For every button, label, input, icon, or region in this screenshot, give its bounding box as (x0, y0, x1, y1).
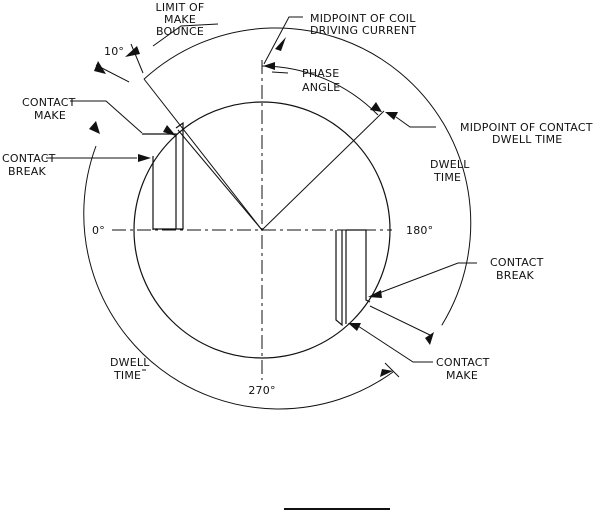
coil-midpoint-arrow (275, 37, 286, 51)
limit-make-bounce-label-2: MAKE (164, 13, 196, 26)
make-bounce-arrow (125, 46, 140, 57)
dwell-arc-bottom-extension (384, 362, 400, 378)
contact-break-left-arrow (138, 154, 151, 162)
contact-make-right-label-1: CONTACT (436, 356, 490, 369)
phase-angle-label-1: PHASE (302, 67, 339, 80)
outer-dwell-arc-upper (143, 27, 472, 326)
contact-make-left-label-1: CONTACT (22, 96, 76, 109)
contact-make-left-arrow (163, 125, 176, 136)
make-bounce-leader (152, 23, 219, 47)
contact-break-left-label-1: CONTACT (2, 152, 56, 165)
phase-angle-arc (261, 65, 379, 116)
contact-break-right-label-2: BREAK (496, 269, 534, 282)
limit-make-bounce-label-3: BOUNCE (156, 25, 204, 38)
two-seventy-degree-label: 270° (248, 384, 275, 397)
contact-dwell-midpoint-radial (261, 110, 385, 231)
contact-make-right-arrow (348, 323, 361, 331)
dwell-time-left-label-1: DWELL (110, 356, 150, 369)
ten-degree-extension (130, 43, 144, 74)
contact-break-left-label-2: BREAK (8, 165, 46, 178)
outer-dwell-arc-lower (83, 145, 394, 410)
zero-degree-label: 0° (92, 224, 105, 237)
contact-midpoint-arrow (385, 112, 398, 120)
contact-break-right-leader (373, 262, 477, 296)
contact-make-left-leader (70, 100, 143, 134)
contact-make-radial (177, 129, 263, 231)
dwell-time-right-label-2: TIME (433, 171, 461, 184)
dwell-arc-bottom-arrow (380, 369, 393, 377)
dwell-time-right-label-1: DWELL (430, 158, 470, 171)
make-bounce-radial (143, 78, 263, 231)
ten-degree-label: 10° (104, 45, 124, 58)
midpoint-contact-label-1: MIDPOINT OF CONTACT (460, 121, 593, 134)
phase-angle-leader (271, 71, 289, 74)
right-contact-pulse (335, 229, 371, 327)
dwell-time-left-label-2: TIME (113, 369, 141, 382)
midpoint-contact-label-2: DWELL TIME (492, 133, 562, 146)
dwell-arc-right-extension (369, 305, 433, 337)
coil-midpoint-leader (263, 16, 303, 65)
left-contact-pulse (142, 121, 184, 230)
contact-break-right-arrow (368, 290, 382, 298)
contact-make-left-label-2: MAKE (34, 109, 66, 122)
dwell-arc-right-arrow (425, 332, 434, 345)
contact-midpoint-leader (395, 116, 436, 128)
midpoint-coil-label-1: MIDPOINT OF COIL (310, 12, 416, 25)
phase-angle-arrow-right (370, 102, 382, 112)
one-eighty-degree-label: 180° (406, 224, 433, 237)
midpoint-coil-label-2: DRIVING CURRENT (310, 24, 416, 37)
phase-angle-label-2: ANGLE (302, 81, 340, 94)
ten-degree-arrow (94, 61, 106, 74)
contact-make-right-label-2: MAKE (446, 369, 478, 382)
dwell-arc-left-arrow (89, 121, 100, 134)
limit-make-bounce-label-1: LIMIT OF (156, 1, 205, 14)
contact-break-right-label-1: CONTACT (490, 256, 544, 269)
contact-make-right-leader (357, 325, 433, 363)
phase-angle-arrow-left (263, 62, 275, 70)
